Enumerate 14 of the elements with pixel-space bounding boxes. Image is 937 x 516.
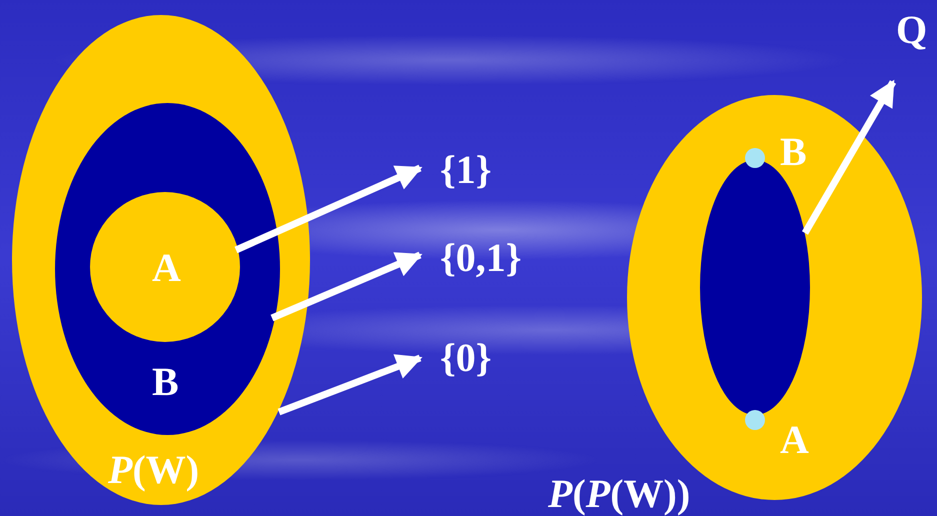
set-value-label: {0}: [440, 336, 492, 380]
arrow: [278, 354, 422, 416]
set-label: P(P(W)): [548, 472, 690, 516]
set-label: A: [152, 246, 181, 290]
point-label: Q: [896, 8, 928, 52]
arrow: [802, 80, 896, 235]
set-label: B: [152, 360, 179, 404]
arrow: [234, 164, 422, 254]
point-label: A: [780, 418, 809, 462]
set-label: P(W): [108, 448, 200, 492]
set-value-label: {0,1}: [440, 236, 522, 280]
arrow: [270, 252, 422, 322]
set-value-label: {1}: [440, 148, 492, 192]
point-label: B: [780, 130, 807, 174]
